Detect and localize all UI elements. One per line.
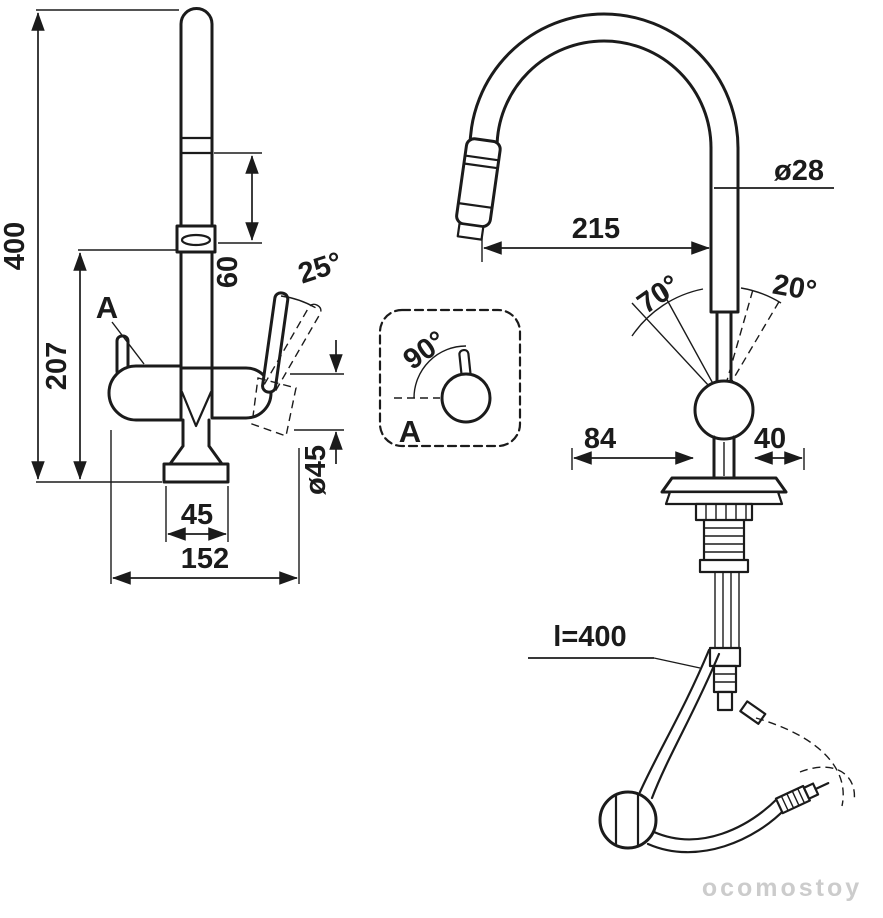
dim-400: 400 [0,9,179,483]
front-view: 400 207 60 A 25° ø45 [0,7,346,585]
dim-207: 207 [41,249,178,480]
hose-weight [598,790,658,850]
detail-handle-top [440,372,492,424]
hose-motion-dashed [755,717,844,807]
dim-152-label: 152 [181,543,229,575]
detail-frame [378,308,522,448]
right-lever [261,291,290,394]
swivel-ellipse [180,233,212,247]
body-internal-lines [180,390,213,428]
joint-sphere [693,379,755,441]
spray-head [455,137,502,241]
riser-pipe [709,146,740,314]
dim-20deg-label: 20° [770,269,819,308]
section-a-detail-label: A [399,414,421,449]
left-arm [107,364,183,422]
swivel-collar [175,224,217,254]
base-neck [168,418,224,466]
escutcheon-bottom [664,490,784,506]
dim-400-label: 400 [0,222,31,270]
right-arm [210,366,273,420]
check-valve [739,700,767,725]
spout-outer-arc [468,12,740,150]
hose-assembly [598,648,856,854]
watermark-text: ocomostoy [702,874,862,902]
base-flange [162,462,230,484]
connector-motion-dashed [799,766,856,803]
right-lever-rotated-dashed [263,303,322,394]
dim-215-label: 215 [572,213,620,245]
side-view: 84 40 70° 20° 215 [455,12,856,854]
lever-stem [715,310,733,386]
dim-45: 45 [165,486,229,542]
dim-152: 152 [110,430,300,585]
dim-207-label: 207 [41,342,73,390]
section-a-front-label: A [96,290,118,325]
dim-84-label: 84 [584,423,616,455]
dim-dia45: ø45 [290,340,344,495]
detail-arc [413,345,467,399]
dim-40-label: 40 [754,423,786,455]
escutcheon-top [660,476,788,494]
hose-connector [774,781,830,815]
dim-25deg: 25° [280,246,346,309]
dim-l400-label: l=400 [553,621,626,653]
spout-inner-arc [495,39,713,150]
dim-215: 215 [481,213,710,262]
faucet-column [179,7,214,370]
dim-60: 60 [212,152,262,288]
lower-neck [712,435,736,480]
dim-60-label: 60 [212,256,244,288]
dim-25deg-label: 25° [294,246,346,290]
dim-70deg-label: 70° [632,269,686,320]
dim-dia45-label: ø45 [300,445,332,495]
column-band [179,136,214,155]
section-a-front: A [96,290,145,365]
dim-84-40: 84 40 [571,423,805,476]
dim-dia28-label: ø28 [774,155,824,187]
dim-90deg-label: 90° [398,325,452,376]
dim-dia28: ø28 [714,155,834,189]
lever-body-dashed [251,377,297,437]
dim-hose-length: l=400 [528,621,701,669]
mounting-hardware [694,502,767,725]
dim-45-label: 45 [181,499,213,531]
detail-view: 90° A [378,308,522,449]
